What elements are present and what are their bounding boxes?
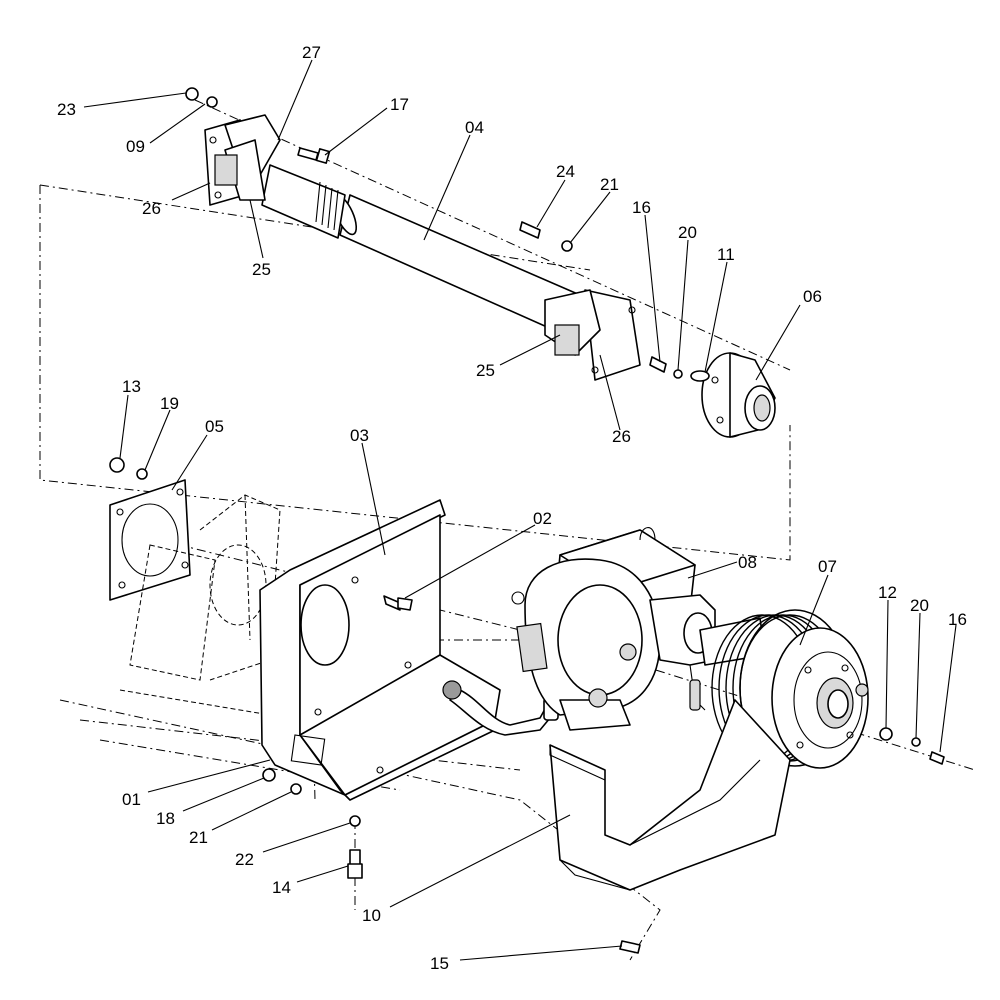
bolt-02 <box>383 595 413 611</box>
callout-18: 18 <box>156 809 175 828</box>
pulley-07 <box>699 609 869 769</box>
callout-13: 13 <box>122 377 141 396</box>
mounting-bracket-hidden <box>129 494 281 681</box>
callout-17: 17 <box>390 95 409 114</box>
callout-26: 26 <box>612 427 631 446</box>
callout-08: 08 <box>738 553 757 572</box>
callout-12: 12 <box>878 583 897 602</box>
callout-21: 21 <box>600 175 619 194</box>
gearbox-08 <box>511 527 716 731</box>
callout-24: 24 <box>556 162 575 181</box>
callout-02: 02 <box>533 509 552 528</box>
callout-labels: 27 23 17 04 09 24 21 16 20 11 26 06 25 2… <box>57 43 967 973</box>
gasket-plate-05 <box>109 479 191 601</box>
callout-09: 09 <box>126 137 145 156</box>
callout-20: 20 <box>910 596 929 615</box>
drive-shaft-04 <box>261 164 581 336</box>
callout-26: 26 <box>142 199 161 218</box>
main-bracket-03 <box>259 499 501 801</box>
callout-04: 04 <box>465 118 484 137</box>
hardware <box>109 87 945 954</box>
callout-25: 25 <box>252 260 271 279</box>
callout-21: 21 <box>189 828 208 847</box>
callout-03: 03 <box>350 426 369 445</box>
callout-19: 19 <box>160 394 179 413</box>
yoke-left <box>204 114 281 206</box>
leader-lines <box>83 59 957 961</box>
callout-27: 27 <box>302 43 321 62</box>
callout-23: 23 <box>57 100 76 119</box>
callout-11: 11 <box>717 245 735 264</box>
callout-22: 22 <box>235 850 254 869</box>
guard-10 <box>549 699 791 891</box>
callout-05: 05 <box>205 417 224 436</box>
callout-25: 25 <box>476 361 495 380</box>
callout-20: 20 <box>678 223 697 242</box>
callout-07: 07 <box>818 557 837 576</box>
callout-16: 16 <box>948 610 967 629</box>
yoke-right <box>544 289 641 381</box>
flange-hub-06 <box>701 352 776 438</box>
callout-06: 06 <box>803 287 822 306</box>
callout-16: 16 <box>632 198 651 217</box>
callout-14: 14 <box>272 878 291 897</box>
callout-10: 10 <box>362 906 381 925</box>
callout-01: 01 <box>122 790 141 809</box>
callout-15: 15 <box>430 954 449 973</box>
